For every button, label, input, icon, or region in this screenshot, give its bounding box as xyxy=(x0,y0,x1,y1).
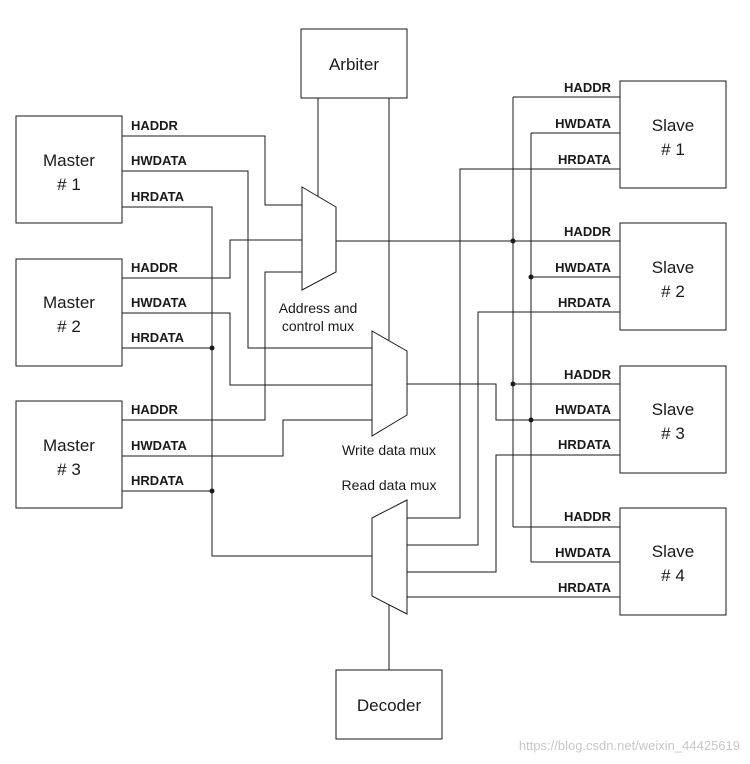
wire-m2-haddr xyxy=(122,239,302,279)
wire-s3-hrdata xyxy=(407,454,620,573)
wire-m1-haddr xyxy=(122,135,302,206)
slave2-box xyxy=(619,222,727,331)
slave3-label-number: # 3 xyxy=(661,424,685,443)
m1-haddr-label: HADDR xyxy=(131,118,179,133)
m3-hrdata-label: HRDATA xyxy=(131,473,185,488)
slave4-box xyxy=(619,507,727,616)
m1-hwdata-label: HWDATA xyxy=(131,153,187,168)
junction-dot xyxy=(528,417,534,423)
arbiter-label: Arbiter xyxy=(329,55,379,74)
m3-haddr-label: HADDR xyxy=(131,402,179,417)
s1-hwdata-label: HWDATA xyxy=(555,116,611,131)
wire-m1-hwdata xyxy=(122,170,372,349)
s2-hwdata-label: HWDATA xyxy=(555,260,611,275)
slave1-box xyxy=(619,80,727,189)
s2-haddr-label: HADDR xyxy=(564,224,612,239)
decoder-label: Decoder xyxy=(357,696,422,715)
address-control-mux xyxy=(301,186,337,291)
address-mux-caption-line1: Address and xyxy=(279,300,358,316)
s4-haddr-label: HADDR xyxy=(564,509,612,524)
master1-label-name: Master xyxy=(43,151,95,170)
slave1-label-name: Slave xyxy=(652,116,695,135)
write-mux-caption: Write data mux xyxy=(342,442,436,458)
write-data-mux xyxy=(371,330,408,437)
wire-m2-hwdata xyxy=(122,312,372,386)
s3-haddr-label: HADDR xyxy=(564,367,612,382)
m2-haddr-label: HADDR xyxy=(131,260,179,275)
m3-hwdata-label: HWDATA xyxy=(131,438,187,453)
slave4-label-name: Slave xyxy=(652,542,695,561)
arbiter-box xyxy=(300,28,408,99)
s2-hrdata-label: HRDATA xyxy=(558,295,612,310)
m1-hrdata-label: HRDATA xyxy=(131,189,185,204)
address-mux-caption-line2: control mux xyxy=(282,318,354,334)
junction-dot xyxy=(510,238,516,244)
s1-hrdata-label: HRDATA xyxy=(558,152,612,167)
s1-haddr-label: HADDR xyxy=(564,80,612,95)
wire-m3-haddr xyxy=(122,271,302,421)
m2-hrdata-label: HRDATA xyxy=(131,330,185,345)
slave2-label-number: # 2 xyxy=(661,282,685,301)
master1-box xyxy=(15,115,123,224)
master1-label-number: # 1 xyxy=(57,175,81,194)
junction-dot xyxy=(528,274,534,280)
master2-box xyxy=(15,258,123,367)
wire-s2-hrdata xyxy=(407,311,620,546)
watermark: https://blog.csdn.net/weixin_44425619 xyxy=(519,738,740,753)
junction-dot xyxy=(510,381,516,387)
s4-hrdata-label: HRDATA xyxy=(558,580,612,595)
decoder-box xyxy=(335,669,443,740)
s3-hrdata-label: HRDATA xyxy=(558,437,612,452)
junctions xyxy=(209,238,534,494)
s3-hwdata-label: HWDATA xyxy=(555,402,611,417)
s4-hwdata-label: HWDATA xyxy=(555,545,611,560)
wire-m3-hwdata xyxy=(122,419,372,457)
slave3-box xyxy=(619,365,727,474)
wire-m1-hrdata xyxy=(122,206,372,557)
slave1-label-number: # 1 xyxy=(661,140,685,159)
m2-hwdata-label: HWDATA xyxy=(131,295,187,310)
wire-s1-hrdata xyxy=(407,168,620,519)
slave2-label-name: Slave xyxy=(652,258,695,277)
master3-label-number: # 3 xyxy=(57,460,81,479)
wires xyxy=(122,96,620,670)
read-mux-caption: Read data mux xyxy=(342,477,437,493)
junction-dot xyxy=(209,488,215,494)
slave3-label-name: Slave xyxy=(652,400,695,419)
junction-dot xyxy=(209,345,215,351)
master2-label-name: Master xyxy=(43,293,95,312)
read-data-mux xyxy=(371,499,408,615)
master3-box xyxy=(15,400,123,509)
master3-label-name: Master xyxy=(43,436,95,455)
slave4-label-number: # 4 xyxy=(661,566,685,585)
wire-write-bus xyxy=(407,383,531,421)
master2-label-number: # 2 xyxy=(57,317,81,336)
